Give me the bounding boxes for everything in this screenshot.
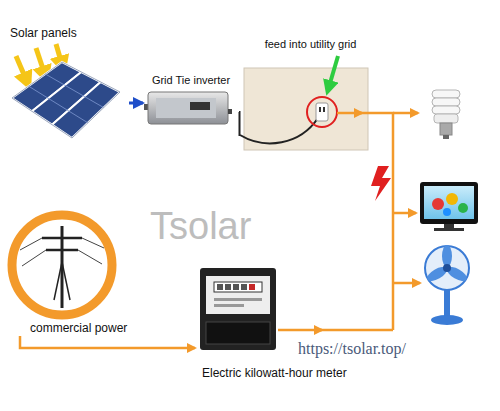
- wall-panel-part: [323, 107, 325, 112]
- fan-icon-part: [442, 245, 452, 267]
- tv-icon-part: [432, 198, 444, 210]
- sun-rays-part: [16, 56, 28, 84]
- meter-drawing-part: [214, 304, 244, 307]
- solar-panel-drawing-part: [12, 62, 120, 138]
- solar-panel-node: Solar panels: [5, 22, 129, 145]
- meter-drawing-part: [241, 284, 247, 290]
- wall-panel-part: [240, 118, 318, 143]
- meter-node: Electric kilowatt-hour meter: [195, 262, 361, 382]
- meter-drawing-part: [214, 282, 262, 292]
- inverter-drawing-part: [156, 98, 216, 118]
- power-pole-drawing: [12, 215, 112, 315]
- watermark: Tsolar: [150, 206, 251, 248]
- tv-icon-part: [458, 203, 468, 213]
- bulb-icon-part: [432, 90, 460, 98]
- house-wiring-part: [278, 329, 322, 332]
- tv-icon-part: [420, 182, 478, 224]
- fan-icon: [425, 245, 469, 325]
- house-wiring-part: [320, 329, 393, 332]
- inverter-drawing-part: [228, 109, 232, 114]
- grid-outlet-node: feed into utility grid: [240, 38, 381, 152]
- tv-icon-part: [424, 186, 474, 219]
- power-pole-drawing-part: [82, 238, 104, 248]
- wall-panel-part: [328, 56, 338, 90]
- commercial-power-node: commercial power: [5, 218, 146, 336]
- tv-icon: [420, 182, 478, 231]
- power-pole-drawing-part: [78, 250, 102, 264]
- fan-icon-part: [431, 315, 463, 325]
- tv-icon-part: [443, 208, 451, 216]
- tv-icon-part: [446, 193, 458, 205]
- bulb-icon: [432, 90, 460, 139]
- power-pole-drawing-part: [46, 249, 78, 252]
- connector: [239, 112, 240, 135]
- meter-drawing-part: [206, 322, 270, 344]
- connector: [129, 102, 143, 105]
- fan-icon-part: [443, 264, 451, 272]
- wall-panel-part: [319, 107, 321, 112]
- power-pole-drawing-part: [62, 262, 70, 300]
- meter-drawing: [200, 268, 276, 350]
- power-pole-drawing-part: [12, 215, 112, 315]
- bulb-icon-part: [443, 135, 449, 139]
- node-label: commercial power: [30, 321, 146, 335]
- node-label: Electric kilowatt-hour meter: [202, 366, 361, 380]
- meter-drawing-part: [233, 284, 239, 290]
- meter-drawing-part: [200, 268, 276, 350]
- power-pole-drawing-part: [42, 237, 82, 240]
- meter-drawing-part: [217, 284, 223, 290]
- power-pole-drawing-part: [54, 262, 62, 300]
- solar-panel-drawing-part: [52, 82, 120, 138]
- meter-drawing-part: [249, 284, 255, 290]
- tv-icon-part: [434, 228, 464, 231]
- meter-drawing-part: [206, 276, 270, 314]
- wall-panel-part: [244, 68, 368, 150]
- inverter-drawing: [144, 92, 232, 124]
- bulb-icon-part: [434, 114, 458, 123]
- bulb-icon-part: [440, 123, 452, 135]
- connector: [20, 336, 195, 348]
- node-label: feed into utility grid: [240, 38, 381, 51]
- house-wiring-part: [360, 113, 393, 330]
- meter-drawing-part: [214, 298, 262, 301]
- house-wiring-part: [393, 212, 416, 215]
- inverter-node: Grid Tie inverter: [143, 74, 239, 128]
- house-wiring-part: [393, 282, 420, 285]
- house-wiring-part: [337, 112, 362, 115]
- wall-panel-part: [307, 97, 337, 127]
- house-wiring-part: [393, 112, 418, 115]
- fan-icon-part: [425, 246, 469, 290]
- watermark-url: https://tsolar.top/: [298, 340, 406, 358]
- node-label: Solar panels: [10, 26, 129, 40]
- node-label: Grid Tie inverter: [143, 74, 239, 87]
- tv-icon-part: [444, 224, 454, 228]
- wall-panel-part: [316, 103, 328, 121]
- inverter-drawing-part: [190, 102, 210, 110]
- fan-icon-part: [444, 288, 450, 316]
- bulb-icon-part: [432, 106, 460, 114]
- solar-panel-drawing-part: [29, 86, 88, 123]
- power-pole-drawing-part: [20, 238, 42, 250]
- house-wiring: [278, 113, 420, 330]
- power-pole-drawing-part: [22, 250, 46, 266]
- inverter-drawing-part: [148, 92, 228, 124]
- meter-drawing-part: [225, 284, 231, 290]
- lightning-symbol: [371, 166, 391, 201]
- solar-panel-drawing: [12, 62, 120, 138]
- bulb-icon-part: [432, 98, 460, 106]
- wall-panel: [240, 56, 368, 150]
